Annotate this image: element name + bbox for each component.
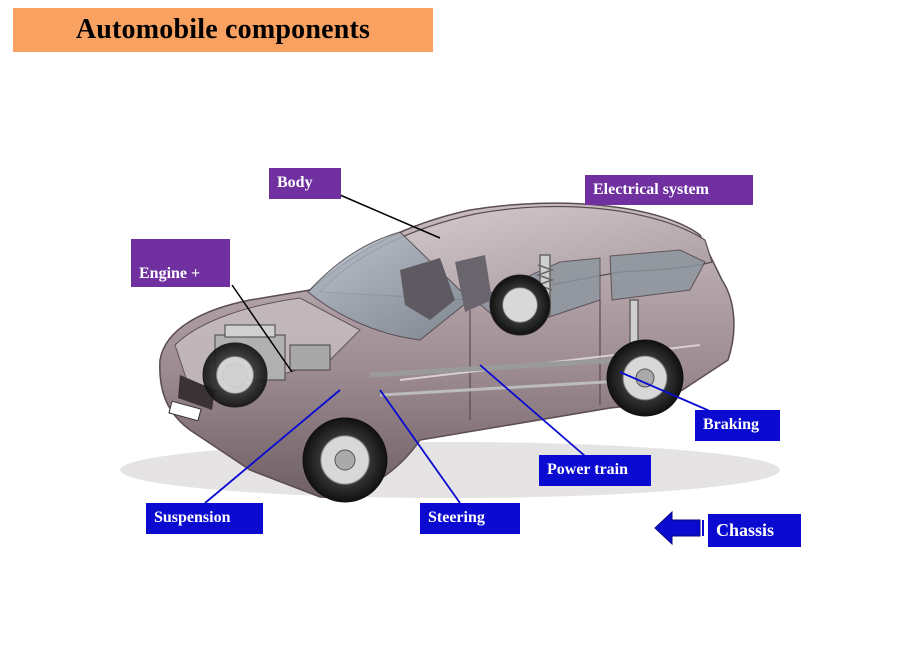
label-electrical-system: Electrical system — [585, 175, 753, 205]
front-left-wheel — [202, 342, 268, 408]
callout-line-suspension — [204, 389, 341, 504]
label-power-train: Power train — [539, 455, 651, 486]
label-engine-gear-box: Engine + Gear box — [131, 239, 230, 302]
title-banner: Automobile components — [13, 8, 433, 52]
callout-line-braking — [619, 371, 713, 413]
side-window-rear — [609, 249, 706, 301]
front-hub — [334, 449, 356, 471]
label-suspension: Suspension — [146, 503, 263, 534]
front-grille — [178, 375, 215, 410]
chassis-arrow-icon — [654, 510, 704, 546]
spare-wheel — [489, 274, 551, 336]
label-body-text: Body — [277, 174, 313, 191]
exhaust-pipe — [379, 378, 641, 397]
label-chassis: Chassis — [708, 514, 801, 547]
drive-shaft — [369, 357, 621, 378]
label-engine-text: Engine + Gear box — [139, 265, 203, 302]
callout-line-steering — [379, 389, 461, 504]
callout-line-power-train — [479, 364, 586, 457]
label-suspension-text: Suspension — [154, 509, 231, 526]
seat-shape — [400, 258, 455, 320]
label-steering: Steering — [420, 503, 520, 534]
license-plate — [168, 400, 202, 422]
callout-line-engine — [231, 284, 293, 373]
label-body: Body — [269, 168, 341, 199]
label-power-train-text: Power train — [547, 461, 629, 478]
rear-hub — [635, 368, 655, 388]
label-steering-text: Steering — [428, 509, 485, 526]
label-braking: Braking — [695, 410, 780, 441]
label-braking-text: Braking — [703, 416, 760, 433]
label-chassis-text: Chassis — [716, 520, 775, 540]
callout-line-body — [339, 194, 441, 239]
page-title: Automobile components — [75, 14, 371, 45]
seat-shape — [455, 255, 492, 312]
label-electrical-text: Electrical system — [593, 181, 709, 198]
